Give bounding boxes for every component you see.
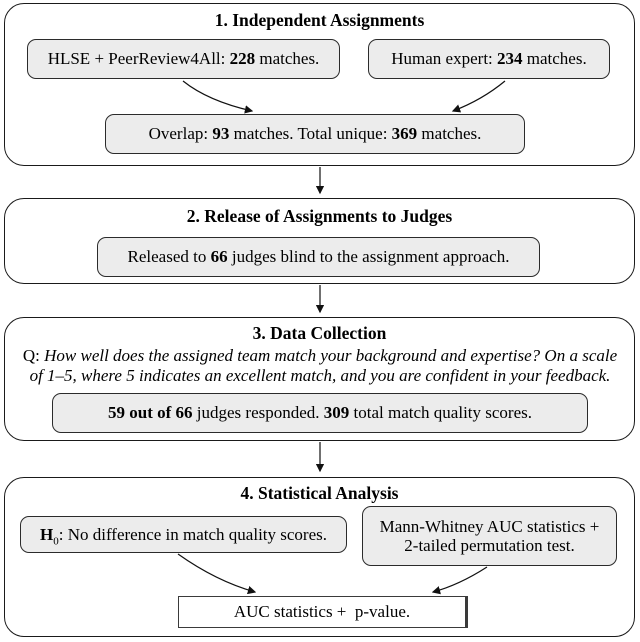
stage3-title: 3. Data Collection [252, 323, 387, 343]
result-box: AUC statistics + p-value. [178, 596, 468, 628]
question-line-1: Q: How well does the assigned team match… [22, 346, 618, 365]
null-hypothesis-text: H0: No difference in match quality score… [39, 524, 328, 548]
question-line-2: of 1–5, where 5 indicates an excellent m… [29, 366, 611, 386]
stage1-title: 1. Independent Assignments [214, 10, 425, 30]
release-text: Released to 66 judges blind to the assig… [127, 247, 510, 267]
release-box: Released to 66 judges blind to the assig… [97, 237, 540, 277]
response-text: 59 out of 66 judges responded. 309 total… [108, 403, 532, 423]
response-box: 59 out of 66 judges responded. 309 total… [52, 393, 588, 433]
stage4-title: 4. Statistical Analysis [240, 483, 399, 503]
stage-3-data-collection: 3. Data Collection [4, 317, 635, 441]
human-expert-text: Human expert: 234 matches. [391, 49, 587, 69]
stage2-title: 2. Release of Assignments to Judges [186, 206, 453, 226]
survey-question: Q: How well does the assigned team match… [15, 346, 625, 387]
overlap-box: Overlap: 93 matches. Total unique: 369 m… [105, 114, 525, 154]
stage-2-release-of-assignments: 2. Release of Assignments to Judges [4, 198, 635, 284]
null-hypothesis-box: H0: No difference in match quality score… [20, 516, 347, 553]
algorithmic-assignment-text: HLSE + PeerReview4All: 228 matches. [47, 49, 320, 69]
stage-1-independent-assignments: 1. Independent Assignments [4, 3, 635, 166]
statistical-method-text: Mann-Whitney AUC statistics +2-tailed pe… [379, 516, 600, 555]
statistical-method-box: Mann-Whitney AUC statistics +2-tailed pe… [362, 506, 617, 566]
overlap-text: Overlap: 93 matches. Total unique: 369 m… [148, 124, 482, 144]
result-text: AUC statistics + p-value. [233, 602, 411, 622]
stage-4-statistical-analysis: 4. Statistical Analysis [4, 477, 635, 637]
algorithmic-assignment-box: HLSE + PeerReview4All: 228 matches. [27, 39, 340, 79]
human-expert-box: Human expert: 234 matches. [368, 39, 610, 79]
